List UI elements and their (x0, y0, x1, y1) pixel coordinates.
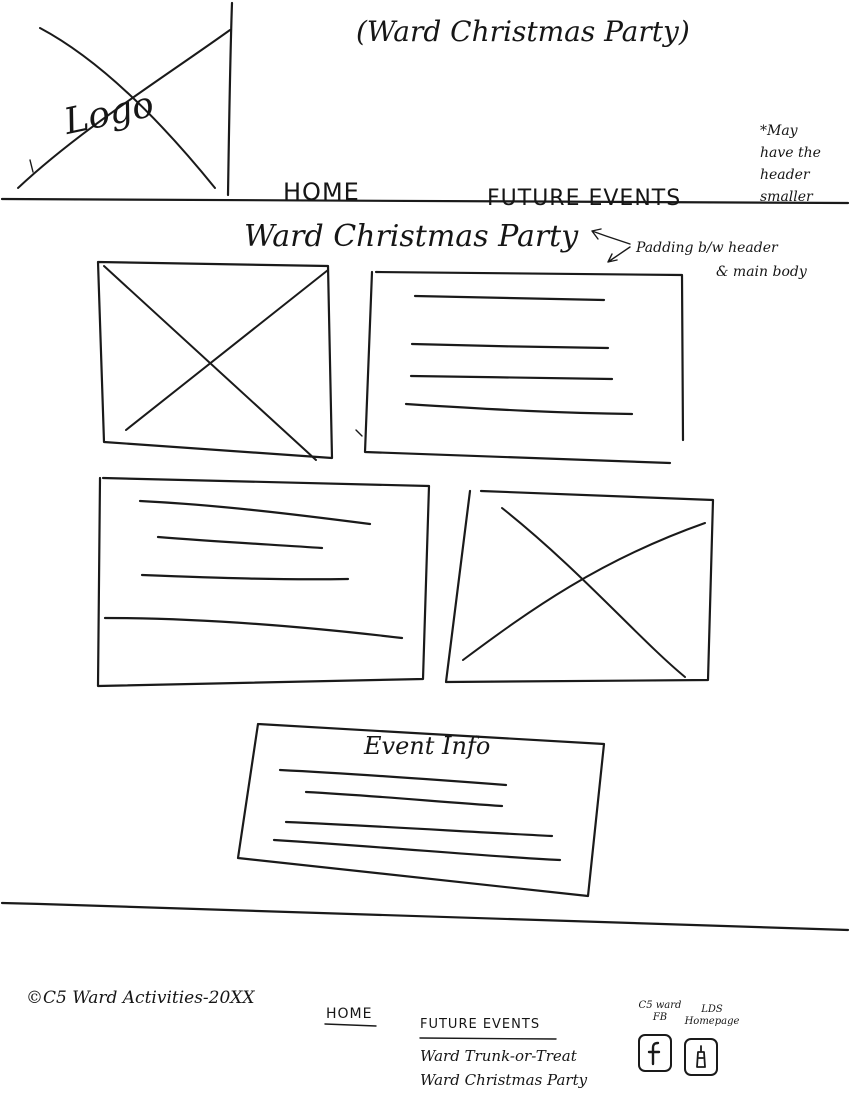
footer-home-link[interactable]: HOME (326, 1006, 373, 1022)
text-box-2-line-2 (156, 535, 324, 550)
padding-arrow-down (607, 246, 631, 263)
logo-tick (29, 159, 34, 173)
header-note-line-4: smaller (760, 189, 813, 205)
temple-icon[interactable] (684, 1038, 718, 1076)
footer-home-underline (324, 1023, 377, 1027)
image-box-1-cross-1 (103, 265, 317, 461)
text-box-2-line-3 (140, 573, 350, 581)
facebook-icon[interactable] (638, 1034, 672, 1072)
lds-homepage-label: LDS Homepage (684, 1004, 740, 1028)
image-box-2-border (444, 489, 715, 684)
image-box-1-cross-2 (125, 269, 329, 431)
footer-copyright: ©C5 Ward Activities-20XX (26, 988, 255, 1008)
footer-future-events-list: Ward Trunk-or-Treat Ward Christmas Party (420, 1044, 587, 1092)
text-box-1-line-4 (404, 402, 634, 416)
header-divider (0, 197, 850, 205)
image-box-2-cross-2 (462, 522, 706, 661)
nav-future-events-link[interactable]: FUTURE EVENTS (487, 186, 682, 211)
lds-label-line-1: LDS (701, 1004, 723, 1015)
footer-future-events-underline (419, 1037, 557, 1040)
logo-placeholder-label: Logo (60, 84, 158, 143)
padding-note-line-1: Padding b/w header (636, 240, 778, 256)
event-info-line-3 (284, 820, 554, 838)
padding-note-line-2: & main body (716, 264, 807, 280)
temple-glyph-icon (696, 1045, 706, 1068)
logo-box-border (226, 1, 234, 197)
footer-divider (0, 901, 850, 932)
c5-fb-label-line-2: FB (652, 1012, 668, 1023)
text-box-1-line-1 (413, 294, 606, 302)
header-size-note: *May have the header smaller (760, 120, 848, 208)
text-box-1-border (363, 270, 685, 465)
padding-note: Padding b/w header & main body (636, 236, 807, 284)
event-info-title: Event Info (364, 732, 491, 760)
footer-event-link-1[interactable]: Ward Trunk-or-Treat (420, 1047, 577, 1065)
image-box-2-cross-1 (501, 507, 686, 678)
padding-arrow-up (591, 228, 631, 245)
facebook-glyph-icon (647, 1041, 661, 1066)
text-box-2-line-1 (138, 499, 372, 526)
c5-fb-label-line-1: C5 ward (638, 1000, 682, 1011)
footer-future-events-title: FUTURE EVENTS (420, 1017, 541, 1032)
lds-label-line-2: Homepage (684, 1016, 740, 1027)
text-box-1-line-2 (410, 342, 610, 350)
event-info-line-1 (278, 768, 508, 787)
text-box-2-line-4 (103, 616, 404, 640)
text-box-1-line-3 (409, 374, 614, 381)
header-title: (Ward Christmas Party) (356, 15, 690, 48)
page-title: Ward Christmas Party (244, 219, 579, 254)
event-info-line-4 (272, 838, 562, 862)
header-note-line-2: have the (760, 145, 821, 161)
image-box-1-border (96, 260, 334, 460)
c5-fb-label: C5 ward FB (634, 1000, 686, 1024)
event-info-line-2 (304, 790, 504, 808)
footer-event-link-2[interactable]: Ward Christmas Party (420, 1071, 588, 1089)
text-box-2-border (96, 476, 431, 688)
nav-home-link[interactable]: HOME (283, 178, 360, 206)
header-note-line-3: header (760, 167, 810, 183)
header-note-line-1: *May (760, 123, 798, 139)
